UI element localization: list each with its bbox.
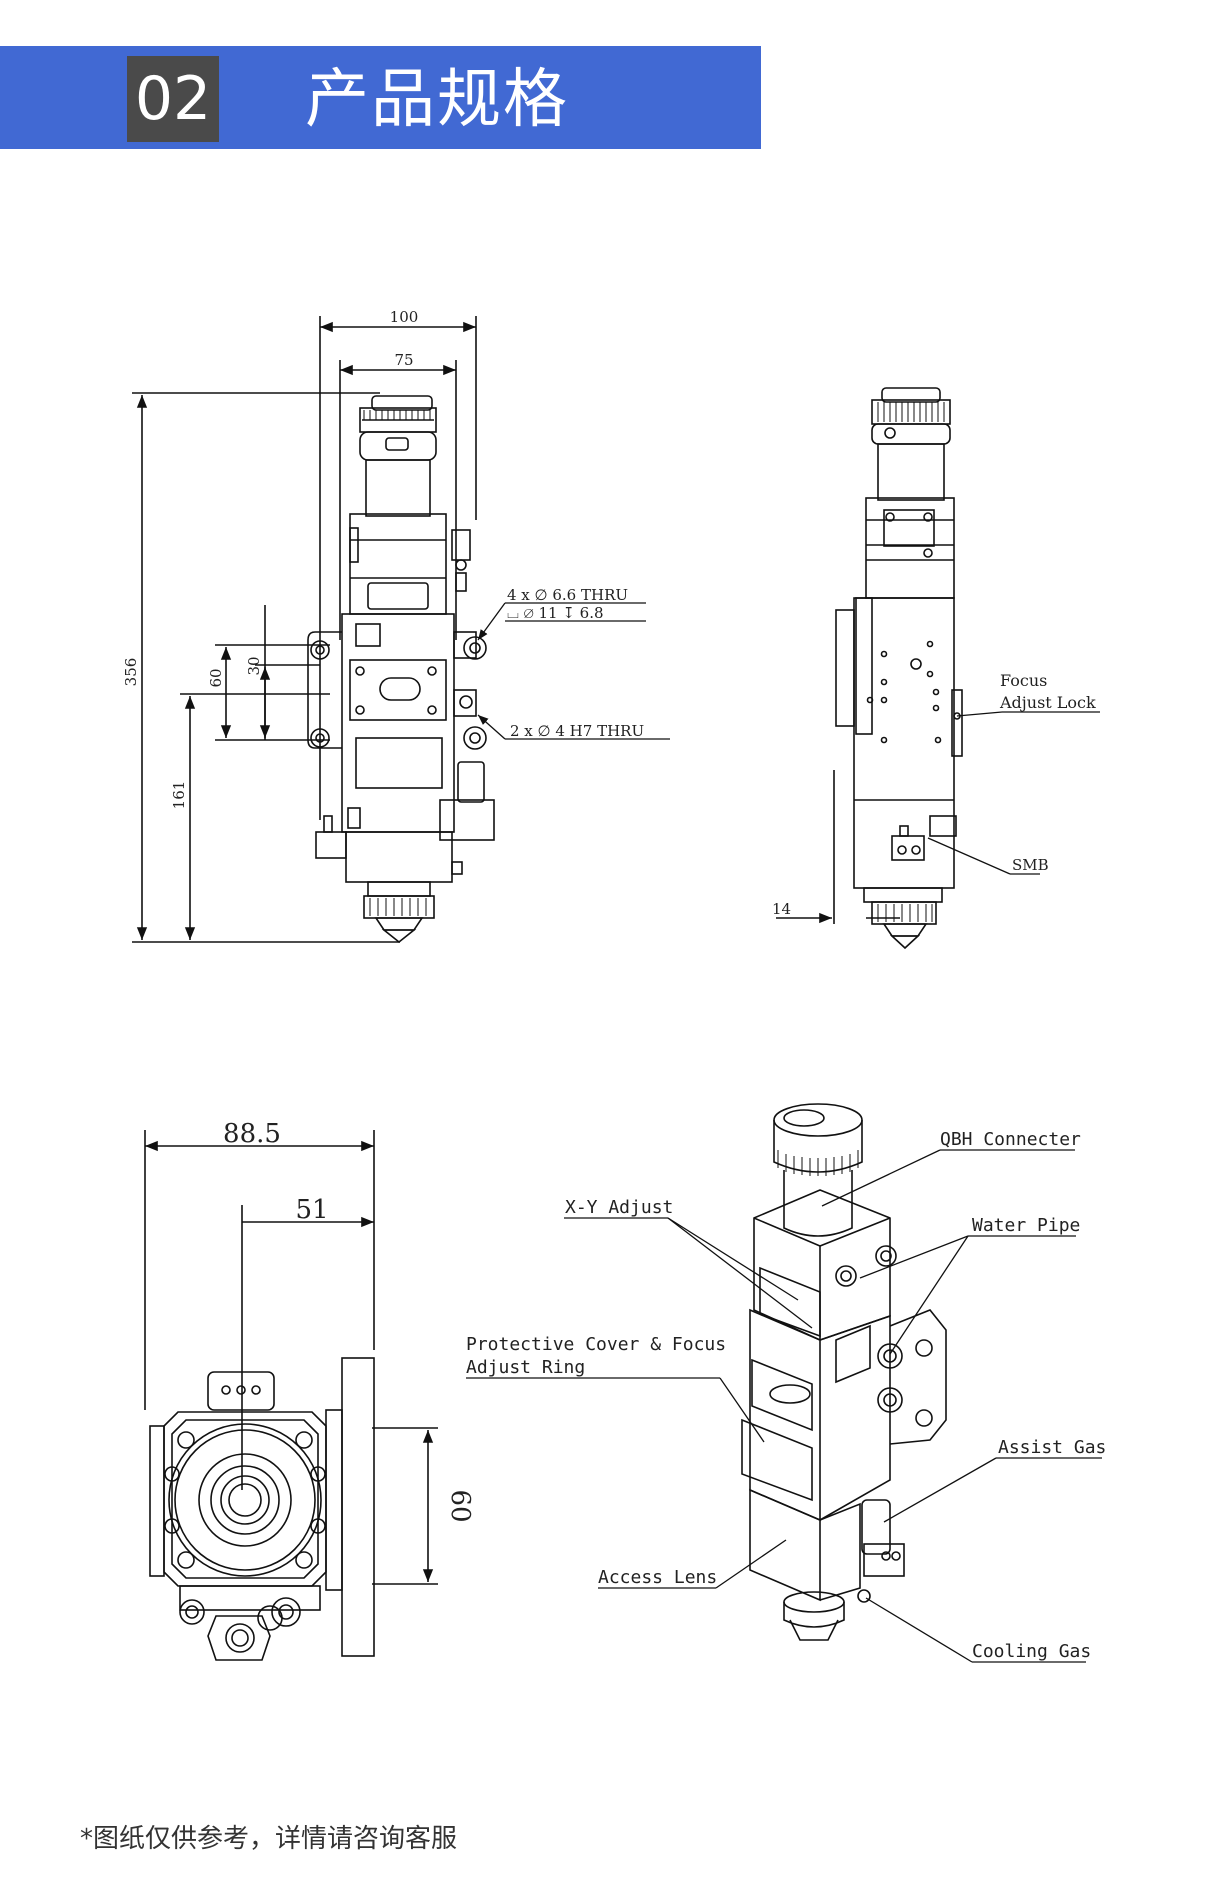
front-knurl	[363, 410, 431, 916]
dim-88-5: 88.5	[223, 1119, 281, 1149]
assist-gas-label: Assist Gas	[998, 1437, 1106, 1458]
dim-356: 356	[122, 658, 140, 687]
iso-knurl	[777, 1150, 859, 1176]
dim-161: 161	[170, 781, 188, 810]
focus-lock-label-line2: Adjust Lock	[999, 693, 1096, 712]
cooling-gas-label: Cooling Gas	[972, 1641, 1091, 1662]
pin-holes-note: 2 x ∅ 4 H7 THRU	[510, 722, 644, 740]
cover-label-line1: Protective Cover & Focus	[466, 1334, 726, 1355]
dim-75: 75	[394, 351, 413, 369]
dim-60: 60	[207, 668, 225, 687]
counterbore-note: ⌴ ∅ 11 ↧ 6.8	[507, 604, 604, 622]
focus-lock-label-line1: Focus	[1000, 671, 1047, 690]
section-title: 产品规格	[305, 63, 569, 137]
iso-leaders	[466, 1149, 1102, 1663]
top-view	[144, 1130, 438, 1661]
cover-label-line2: Adjust Ring	[466, 1357, 585, 1378]
xy-adjust-label: X-Y Adjust	[565, 1197, 673, 1218]
side-knurl	[877, 402, 945, 922]
qbh-label: QBH Connecter	[940, 1129, 1081, 1150]
water-pipe-label: Water Pipe	[972, 1215, 1080, 1236]
header-bar	[0, 46, 761, 149]
thru-holes-note: 4 x ∅ 6.6 THRU	[507, 586, 628, 604]
iso-view	[741, 1103, 947, 1641]
dim-14: 14	[772, 900, 791, 918]
dim-30: 30	[245, 656, 263, 675]
smb-label: SMB	[1012, 856, 1049, 874]
disclaimer-note: *图纸仅供参考，详情请咨询客服	[80, 1824, 458, 1854]
dim-51: 51	[295, 1195, 328, 1225]
side-view	[776, 387, 963, 950]
dim-100: 100	[390, 308, 419, 326]
dim-60-top: 60	[445, 1489, 475, 1522]
front-view	[132, 316, 495, 944]
access-lens-label: Access Lens	[598, 1567, 717, 1588]
section-number: 02	[127, 56, 219, 142]
